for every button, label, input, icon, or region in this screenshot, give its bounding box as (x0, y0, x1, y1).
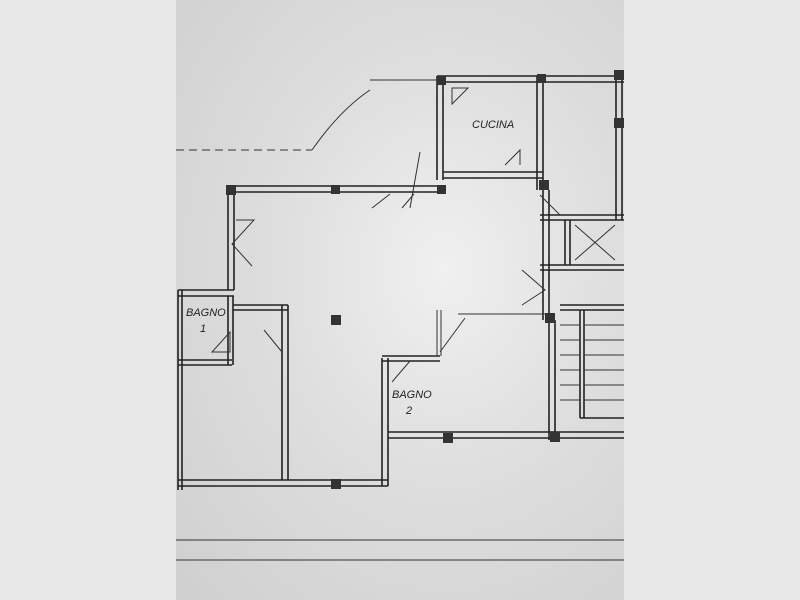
room-label-bath2: BAGNO (392, 389, 432, 401)
walls (176, 72, 624, 561)
pillars (226, 70, 624, 489)
room-labels: CUCINA BAGNO 1 BAGNO 2 (186, 119, 514, 417)
doors (176, 79, 561, 383)
room-label-kitchen: CUCINA (472, 119, 514, 131)
room-label-bath1: BAGNO (186, 307, 226, 319)
room-number-bath2: 2 (405, 405, 412, 417)
room-number-bath1: 1 (200, 323, 206, 335)
